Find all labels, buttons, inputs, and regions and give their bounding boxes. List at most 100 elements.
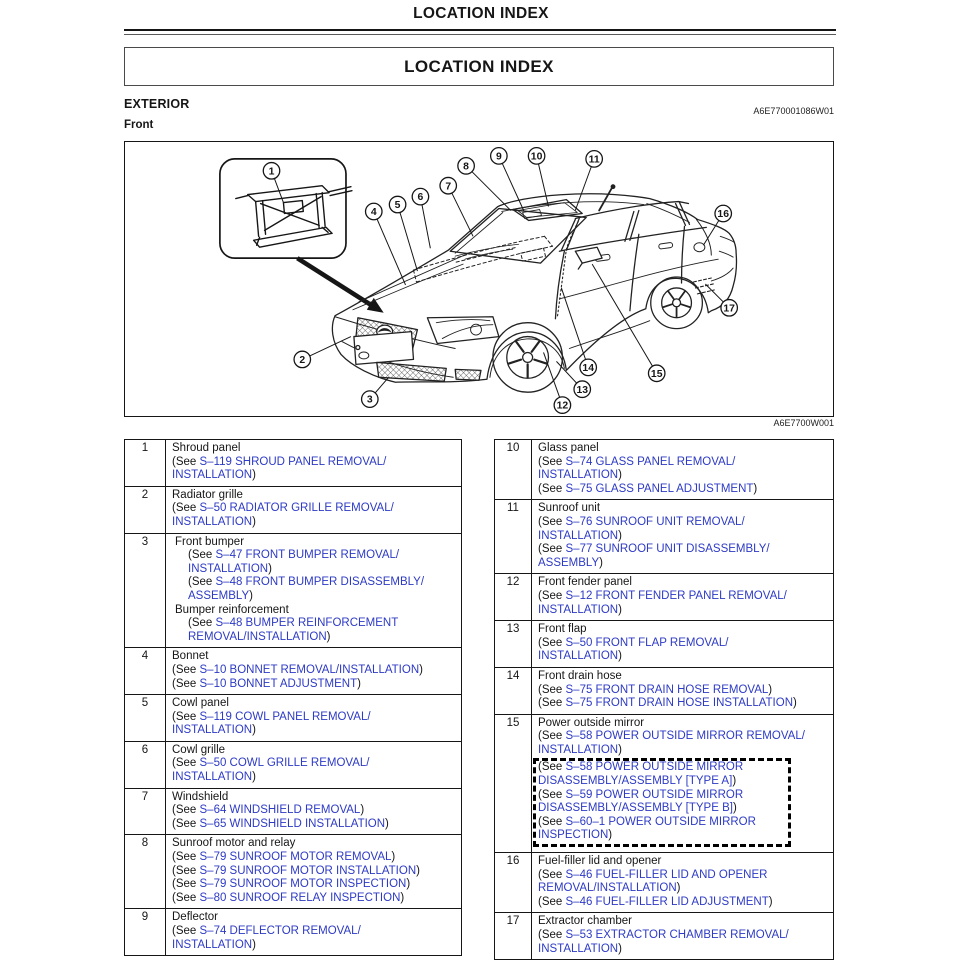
see-prefix: (See — [172, 663, 200, 676]
see-link[interactable]: S–75 FRONT DRAIN HOSE INSTALLATION — [565, 697, 794, 710]
see-prefix: (See — [538, 636, 566, 649]
see-reference: (See S–59 POWER OUTSIDE MIRROR DISASSEMB… — [538, 789, 786, 816]
drain-hose-hidden-line — [556, 220, 579, 318]
part-number: 14 — [495, 667, 532, 714]
see-link[interactable]: S–75 FRONT DRAIN HOSE REMOVAL — [565, 683, 769, 696]
part-cell: Front bumper(See S–47 FRONT BUMPER REMOV… — [166, 534, 461, 648]
side-mirror — [574, 246, 603, 264]
callout-16: 16 — [714, 204, 733, 223]
see-link[interactable]: S–59 POWER OUTSIDE MIRROR DISASSEMBLY/AS… — [538, 788, 744, 815]
fuel-filler-lid — [693, 242, 706, 253]
see-prefix: (See — [538, 815, 566, 828]
part-name: Windshield — [172, 790, 229, 803]
part-cell: Fuel-filler lid and opener(See S–46 FUEL… — [532, 853, 833, 912]
see-link[interactable]: S–65 WINDSHIELD INSTALLATION — [199, 817, 386, 830]
part-cell: Extractor chamber(See S–53 EXTRACTOR CHA… — [532, 913, 833, 959]
see-link[interactable]: S–10 BONNET ADJUSTMENT — [199, 677, 358, 690]
see-prefix: (See — [538, 761, 566, 774]
part-number: 2 — [125, 486, 166, 533]
see-link[interactable]: S–77 SUNROOF UNIT DISASSEMBLY/ ASSEMBLY — [538, 543, 770, 569]
see-link[interactable]: S–79 SUNROOF MOTOR INSTALLATION — [199, 864, 417, 877]
part-cell: Windshield(See S–64 WINDSHIELD REMOVAL)(… — [166, 789, 461, 835]
see-link[interactable]: S–58 POWER OUTSIDE MIRROR REMOVAL/ INSTA… — [538, 730, 805, 756]
part-name: Power outside mirror — [538, 716, 645, 729]
part-cell: Front flap(See S–50 FRONT FLAP REMOVAL/ … — [532, 621, 833, 667]
part-cell: Cowl panel(See S–119 COWL PANEL REMOVAL/… — [166, 695, 461, 741]
see-suffix: ) — [252, 724, 256, 737]
callout-2: 2 — [293, 350, 312, 369]
rear-wheel — [650, 276, 704, 330]
see-link[interactable]: S–47 FRONT BUMPER REMOVAL/ INSTALLATION — [188, 549, 400, 575]
front-wheel — [492, 322, 564, 393]
see-suffix: ) — [419, 663, 423, 676]
header-rule-thick — [124, 29, 836, 32]
part-number: 15 — [495, 714, 532, 853]
figure-code: A6E7700W001 — [773, 418, 834, 428]
see-link[interactable]: S–74 GLASS PANEL REMOVAL/ INSTALLATION — [538, 455, 736, 482]
see-suffix: ) — [753, 482, 758, 495]
callout-8: 8 — [457, 156, 475, 175]
see-suffix: ) — [732, 775, 737, 788]
see-link[interactable]: S–74 DEFLECTOR REMOVAL/ INSTALLATION — [172, 925, 361, 951]
see-prefix: (See — [172, 864, 200, 877]
see-link[interactable]: S–12 FRONT FENDER PANEL REMOVAL/ INSTALL… — [538, 589, 787, 616]
svg-text:7: 7 — [445, 181, 451, 192]
see-prefix: (See — [188, 576, 216, 589]
see-link[interactable]: S–79 SUNROOF MOTOR REMOVAL — [199, 851, 392, 864]
see-link[interactable]: S–46 FUEL-FILLER LID AND OPENER REMOVAL/… — [538, 868, 768, 895]
see-link[interactable]: S–50 FRONT FLAP REMOVAL/ INSTALLATION — [538, 636, 729, 663]
see-link[interactable]: S–119 COWL PANEL REMOVAL/ INSTALLATION — [172, 710, 371, 737]
part-cell: Radiator grille(See S–50 RADIATOR GRILLE… — [166, 487, 461, 533]
see-suffix: ) — [252, 469, 256, 482]
callout-leader-12 — [543, 352, 563, 406]
see-suffix: ) — [252, 515, 256, 528]
see-link[interactable]: S–50 RADIATOR GRILLE REMOVAL/ INSTALLATI… — [172, 502, 394, 528]
see-suffix: ) — [618, 743, 622, 756]
see-reference: (See S–79 SUNROOF MOTOR INSPECTION) — [172, 878, 457, 892]
see-prefix: (See — [538, 895, 566, 908]
see-link[interactable]: S–50 COWL GRILLE REMOVAL/ INSTALLATION — [172, 757, 370, 784]
svg-text:16: 16 — [717, 209, 729, 220]
see-suffix: ) — [357, 677, 361, 690]
see-link[interactable]: S–75 GLASS PANEL ADJUSTMENT — [565, 482, 754, 495]
see-link[interactable]: S–58 POWER OUTSIDE MIRROR DISASSEMBLY/AS… — [538, 761, 744, 788]
see-suffix: ) — [391, 851, 396, 864]
see-prefix: (See — [172, 925, 200, 937]
callout-leader-5 — [397, 204, 418, 272]
see-reference: (See S–79 SUNROOF MOTOR REMOVAL) — [172, 851, 457, 865]
table-row: 15 Power outside mirror (See S–58 POWER OU… — [495, 713, 833, 853]
exterior-heading: EXTERIOR — [124, 97, 190, 111]
see-reference: (See S–76 SUNROOF UNIT REMOVAL/ INSTALLA… — [538, 516, 829, 543]
see-reference: (See S–46 FUEL-FILLER LID AND OPENER REM… — [538, 869, 829, 896]
inset-box — [219, 158, 353, 259]
antenna — [598, 186, 613, 212]
see-link[interactable]: S–48 BUMPER REINFORCEMENT REMOVAL/INSTAL… — [188, 617, 399, 643]
part-number: 9 — [125, 909, 166, 956]
see-reference: (See S–10 BONNET REMOVAL/INSTALLATION) — [172, 664, 457, 678]
see-link[interactable]: S–60–1 POWER OUTSIDE MIRROR INSPECTION — [538, 815, 756, 842]
see-suffix: ) — [385, 817, 389, 830]
see-suffix: ) — [252, 938, 256, 951]
see-link[interactable]: S–80 SUNROOF RELAY INSPECTION — [199, 891, 401, 904]
part-number: 11 — [495, 500, 532, 574]
callout-1: 1 — [262, 161, 281, 180]
see-link[interactable]: S–79 SUNROOF MOTOR INSPECTION — [199, 878, 407, 891]
see-link[interactable]: S–53 EXTRACTOR CHAMBER REMOVAL/ INSTALLA… — [538, 929, 789, 955]
see-link[interactable]: S–10 BONNET REMOVAL/INSTALLATION — [199, 663, 420, 676]
see-prefix: (See — [172, 851, 200, 864]
see-link[interactable]: S–46 FUEL-FILLER LID ADJUSTMENT — [565, 895, 769, 908]
part-number: 13 — [495, 621, 532, 667]
see-link[interactable]: S–119 SHROUD PANEL REMOVAL/ INSTALLATION — [172, 455, 387, 482]
see-link[interactable]: S–48 FRONT BUMPER DISASSEMBLY/ ASSEMBLY — [188, 576, 425, 602]
see-link[interactable]: S–64 WINDSHIELD REMOVAL — [199, 804, 361, 817]
see-link[interactable]: S–76 SUNROOF UNIT REMOVAL/ INSTALLATION — [538, 515, 745, 542]
part-cell: Power outside mirror (See S–58 POWER OUTS… — [532, 715, 833, 852]
